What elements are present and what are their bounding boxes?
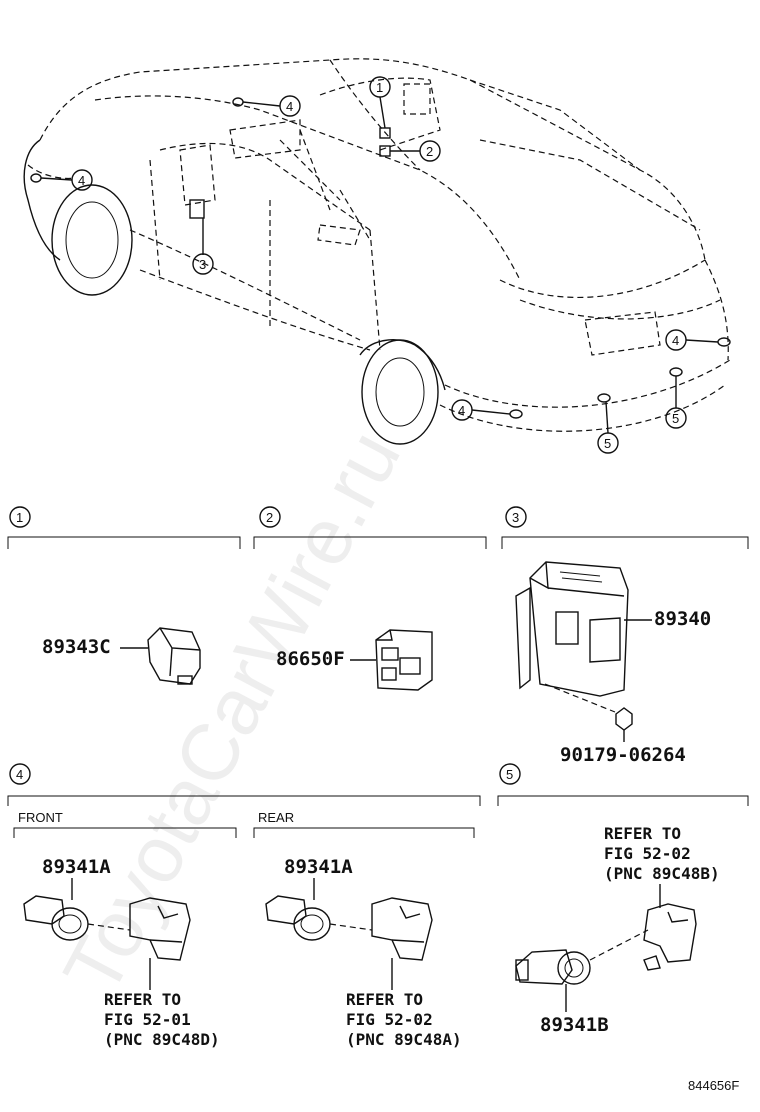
section-5-number: 5 bbox=[506, 767, 513, 782]
watermark: ToyotaCarWire.ru bbox=[46, 417, 417, 1008]
part-90179-06264-label: 90179-06264 bbox=[560, 744, 686, 766]
car-illustration bbox=[23, 58, 731, 445]
section-1-number: 1 bbox=[16, 510, 23, 525]
callout-3: 3 bbox=[199, 257, 206, 272]
rear-ref-line-2: FIG 52-02 bbox=[346, 1010, 433, 1029]
callout-4c: 4 bbox=[672, 333, 679, 348]
section-3: 3 89340 90179-06264 bbox=[501, 506, 749, 766]
front-ref-line-2: FIG 52-01 bbox=[104, 1010, 191, 1029]
part-86650f-label: 86650F bbox=[276, 648, 345, 670]
computer-module-drawing bbox=[515, 561, 629, 697]
s5-sensor-drawing bbox=[515, 949, 591, 985]
front-label: FRONT bbox=[18, 810, 63, 825]
figure-code: 844656F bbox=[688, 1078, 739, 1093]
section-2-number: 2 bbox=[266, 510, 273, 525]
callout-5b: 5 bbox=[604, 436, 611, 451]
rear-sensor-part-label: 89341A bbox=[284, 856, 353, 878]
rear-ref-line-1: REFER TO bbox=[346, 990, 423, 1009]
s5-ref-line-1: REFER TO bbox=[604, 824, 681, 843]
section-1: 1 89343C bbox=[7, 506, 241, 685]
section-3-number: 3 bbox=[512, 510, 519, 525]
callout-4a: 4 bbox=[286, 99, 293, 114]
section-4-number: 4 bbox=[16, 767, 23, 782]
buzzer-part-drawing bbox=[375, 629, 433, 691]
part-89341b-label: 89341B bbox=[540, 1014, 609, 1036]
s5-ref-line-3: (PNC 89C48B) bbox=[604, 864, 720, 883]
front-retainer-drawing bbox=[129, 897, 191, 961]
rear-sensor-drawing bbox=[265, 895, 373, 941]
part-89340-label: 89340 bbox=[654, 608, 711, 630]
s5-retainer-drawing bbox=[643, 903, 697, 971]
front-ref-line-1: REFER TO bbox=[104, 990, 181, 1009]
callout-5a: 5 bbox=[672, 411, 679, 426]
rear-ref-line-3: (PNC 89C48A) bbox=[346, 1030, 462, 1049]
front-sensor-part-label: 89341A bbox=[42, 856, 111, 878]
bolt-drawing bbox=[615, 707, 633, 742]
callout-2: 2 bbox=[426, 144, 433, 159]
s5-ref-line-2: FIG 52-02 bbox=[604, 844, 691, 863]
callout-1: 1 bbox=[376, 80, 383, 95]
front-ref-line-3: (PNC 89C48D) bbox=[104, 1030, 220, 1049]
switch-part-drawing bbox=[147, 627, 201, 685]
callout-4b: 4 bbox=[78, 173, 85, 188]
part-89343c-label: 89343C bbox=[42, 636, 111, 658]
rear-label: REAR bbox=[258, 810, 294, 825]
section-4: 4 FRONT 89341A REFER TO FIG 52-01 (PNC 8… bbox=[7, 763, 481, 1049]
callout-4d: 4 bbox=[458, 403, 465, 418]
rear-retainer-drawing bbox=[371, 897, 433, 961]
section-5: 5 REFER TO FIG 52-02 (PNC 89C48B) 89341B bbox=[497, 763, 749, 1036]
front-sensor-drawing bbox=[23, 895, 131, 941]
section-2: 2 86650F bbox=[253, 506, 487, 691]
car-callouts: 1 2 3 4 4 4 4 5 5 bbox=[40, 76, 719, 454]
